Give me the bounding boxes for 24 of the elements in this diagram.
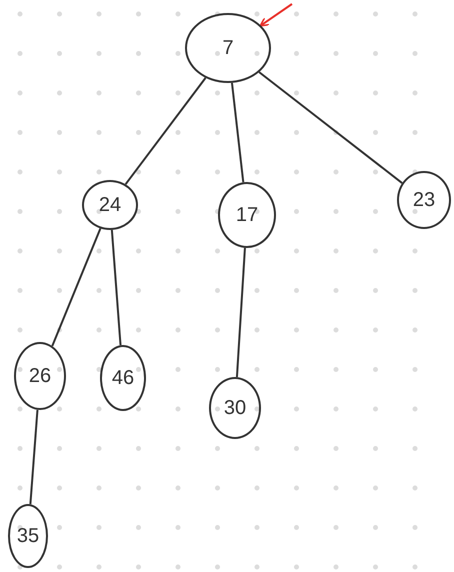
tree-node <box>8 504 48 568</box>
tree-edge <box>29 410 38 504</box>
pointer-arrow <box>259 3 293 27</box>
node-number: 23 <box>412 188 436 213</box>
node-number: 24 <box>98 193 122 218</box>
node-number: 26 <box>28 364 52 389</box>
tree-node <box>218 182 276 248</box>
tree-edge <box>51 228 102 346</box>
tree-edge <box>124 77 206 185</box>
tree-edge <box>236 248 246 378</box>
node-number: 30 <box>224 396 246 421</box>
tree-edge <box>258 71 403 184</box>
tree-edge <box>230 82 244 182</box>
tree-node <box>100 345 146 411</box>
tree-node <box>397 171 451 229</box>
tree-node <box>185 13 271 83</box>
node-number: 17 <box>236 203 258 228</box>
tree-node <box>82 180 138 230</box>
node-number: 46 <box>112 366 134 391</box>
tree-node <box>209 377 261 439</box>
tree-node <box>14 342 66 410</box>
node-number: 35 <box>16 524 40 549</box>
tree-edge <box>110 230 122 346</box>
node-number: 7 <box>222 36 234 61</box>
